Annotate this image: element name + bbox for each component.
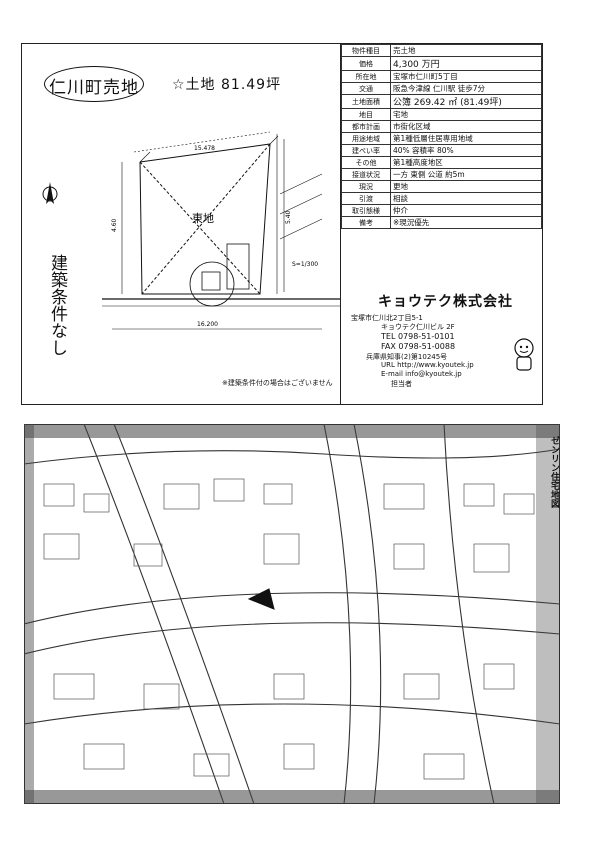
info-row: 引渡相談 [341, 192, 542, 205]
info-value: 阪急今津線 仁川駅 徒歩7分 [390, 82, 542, 95]
info-value: 売土地 [390, 44, 542, 57]
info-key: 所在地 [341, 70, 391, 83]
info-key: 地目 [341, 108, 391, 121]
headline: ☆土地 81.49坪 [172, 77, 282, 93]
info-row: 土地面積公簿 269.42 ㎡ (81.49坪) [341, 94, 542, 109]
plot-panel: 仁川町売地 ☆土地 81.49坪 [22, 44, 341, 404]
map-side-label: ゼンリン住宅地図 [549, 436, 559, 508]
info-row: 交通阪急今津線 仁川駅 徒歩7分 [341, 82, 542, 95]
info-value: 40% 容積率 80% [390, 144, 542, 157]
title-oval: 仁川町売地 [44, 66, 144, 102]
info-row: 物件種目売土地 [341, 44, 542, 57]
company-email[interactable]: E-mail info@kyoutek.jp [381, 370, 462, 378]
parcel-outline [102, 131, 340, 330]
info-value: 更地 [390, 180, 542, 193]
company-address-1: 宝塚市仁川北2丁目5-1 [351, 314, 423, 322]
info-key: 物件種目 [341, 44, 391, 57]
property-sheet: 仁川町売地 ☆土地 81.49坪 [21, 43, 543, 405]
info-row: 取引態様仲介 [341, 204, 542, 217]
dim-right: 5.40 [285, 210, 292, 224]
info-key: 用途地域 [341, 132, 391, 145]
info-key: 備考 [341, 216, 391, 229]
no-building-condition-note: 建築条件なし [47, 254, 67, 356]
company-block: キョウテク株式会社 宝塚市仁川北2丁目5-1 キョウテク仁川ビル 2F TEL … [341, 289, 542, 404]
info-row: その他第1種高度地区 [341, 156, 542, 169]
dim-top: 15.478 [194, 145, 215, 152]
info-key: 現況 [341, 180, 391, 193]
info-key: 取引態様 [341, 204, 391, 217]
info-key: 交通 [341, 82, 391, 95]
info-value: 相談 [390, 192, 542, 205]
info-key: 都市計画 [341, 120, 391, 133]
info-value: 仲介 [390, 204, 542, 217]
info-key: 引渡 [341, 192, 391, 205]
property-location-marker [247, 588, 275, 610]
info-row: 備考※現況優先 [341, 216, 542, 229]
company-license: 兵庫県知事(2)第10245号 [366, 353, 448, 361]
info-row: 用途地域第1種低層住居専用地域 [341, 132, 542, 145]
dim-bottom: 16.200 [197, 321, 218, 328]
info-key: 建ぺい率 [341, 144, 391, 157]
company-name: キョウテク株式会社 [378, 294, 513, 310]
info-row: 都市計画市街化区域 [341, 120, 542, 133]
company-staff: 担当者 [391, 380, 412, 388]
info-key: 接道状況 [341, 168, 391, 181]
info-row: 地目宅地 [341, 108, 542, 121]
info-value: 第1種高度地区 [390, 156, 542, 169]
scale-note: S=1/300 [292, 261, 318, 268]
property-title: 仁川町売地 [49, 78, 139, 98]
info-row: 接道状況一方 東側 公道 約5m [341, 168, 542, 181]
parcel-label: 東地 [192, 212, 214, 225]
info-value: 公簿 269.42 ㎡ (81.49坪) [390, 94, 542, 109]
info-row: 現況更地 [341, 180, 542, 193]
info-key: 価格 [341, 56, 391, 71]
company-address-2: キョウテク仁川ビル 2F [381, 323, 455, 331]
info-key: その他 [341, 156, 391, 169]
info-value: 市街化区域 [390, 120, 542, 133]
info-value: 一方 東側 公道 約5m [390, 168, 542, 181]
mascot-icon [514, 338, 534, 371]
company-fax: FAX 0798-51-0088 [381, 342, 456, 351]
company-url[interactable]: URL http://www.kyoutek.jp [381, 361, 474, 369]
info-value: 第1種低層住居専用地域 [390, 132, 542, 145]
info-value: ※現況優先 [390, 216, 542, 229]
info-row: 所在地宝塚市仁川町5丁目 [341, 70, 542, 83]
info-value: 宅地 [390, 108, 542, 121]
info-value: 4,300 万円 [390, 56, 542, 71]
info-key: 土地面積 [341, 94, 391, 109]
north-arrow-icon [42, 182, 58, 204]
company-tel: TEL 0798-51-0101 [381, 332, 455, 341]
plot-legend: ※建築条件付の場合はございません [222, 379, 333, 387]
plot-diagram: 15.478 16.200 4.60 5.40 東地 S=1/300 [42, 131, 340, 330]
dim-left: 4.60 [111, 218, 118, 232]
info-value: 宝塚市仁川町5丁目 [390, 70, 542, 83]
area-map [24, 424, 560, 804]
